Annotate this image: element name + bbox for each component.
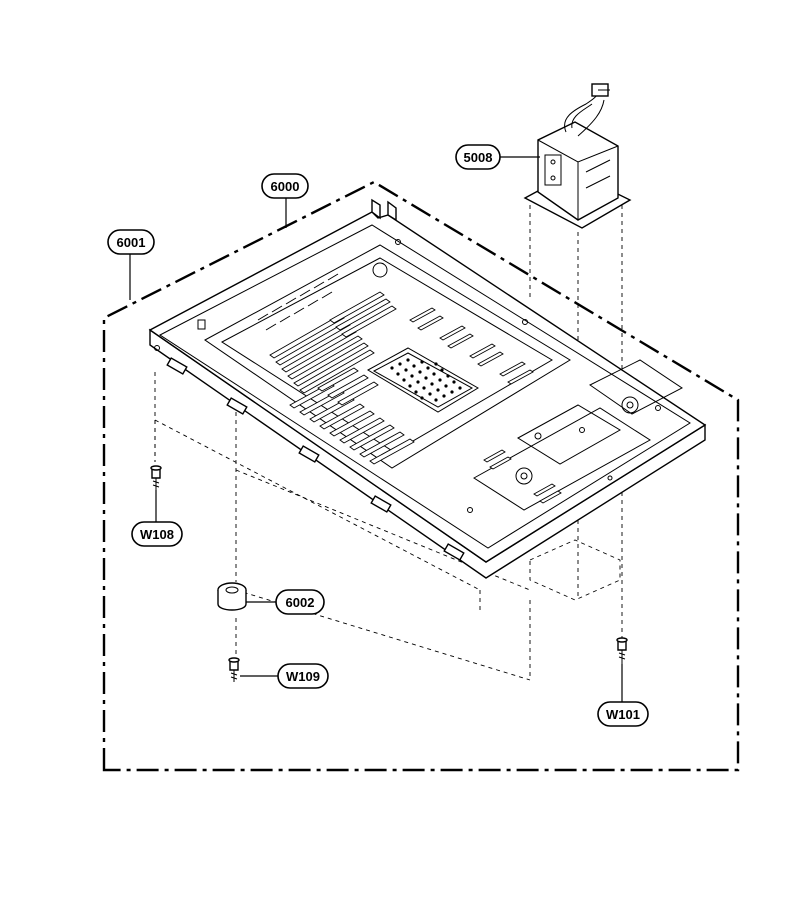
callout-label-6001: 6001 — [117, 235, 146, 250]
mount-bracket — [473, 359, 683, 511]
perforated-grid — [366, 347, 479, 413]
vent-slots-upper — [269, 291, 397, 394]
base-plate — [148, 198, 707, 579]
callout-W108: W108 — [131, 521, 183, 547]
callout-6000: 6000 — [261, 173, 309, 199]
callout-label-6002: 6002 — [286, 595, 315, 610]
assembly-boundary — [102, 180, 740, 772]
callout-label-W109: W109 — [286, 669, 320, 684]
rubber-foot — [217, 582, 247, 611]
callout-W101: W101 — [597, 701, 649, 727]
callout-label-W101: W101 — [606, 707, 640, 722]
screw-W101 — [616, 637, 628, 664]
vent-slots-small — [257, 273, 339, 331]
callout-label-6000: 6000 — [271, 179, 300, 194]
transformer — [523, 83, 632, 229]
vent-slots-right — [409, 307, 534, 385]
screw-W109 — [228, 657, 240, 682]
leader-lines — [129, 156, 623, 702]
callout-5008: 5008 — [455, 144, 501, 170]
vent-slots-lower — [289, 367, 415, 465]
callout-6002: 6002 — [275, 589, 325, 615]
screw-W108 — [150, 465, 162, 490]
callout-label-5008: 5008 — [464, 150, 493, 165]
callout-6001: 6001 — [107, 229, 155, 255]
callout-label-W108: W108 — [140, 527, 174, 542]
callout-W109: W109 — [277, 663, 329, 689]
